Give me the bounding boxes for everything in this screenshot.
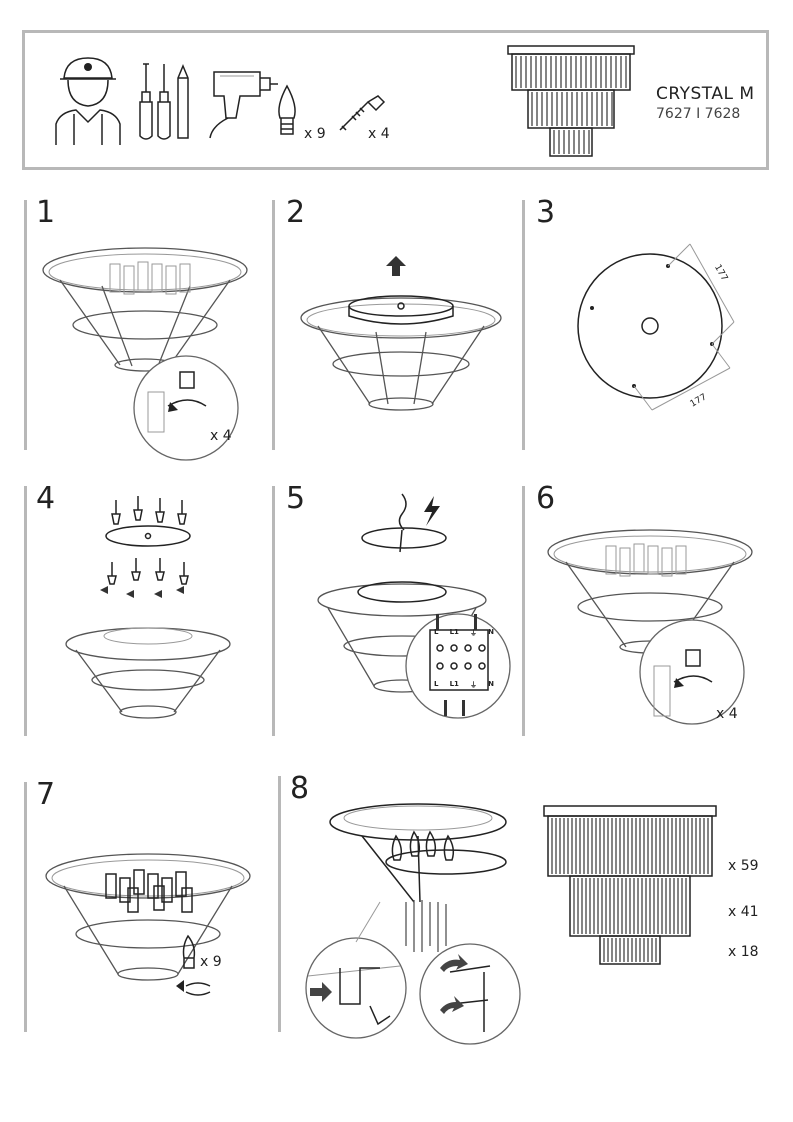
step-7-number: 7 <box>36 777 56 812</box>
product-code: 7627 I 7628 <box>656 106 741 122</box>
terminal-label: N <box>488 628 494 636</box>
wall-plug-screw-icon <box>339 95 386 131</box>
step-5-number: 5 <box>286 481 306 516</box>
terminal-label: L <box>434 628 439 636</box>
terminal-labels-bottom: L L1 ⏚ N <box>434 680 494 690</box>
terminal-label: L1 <box>449 628 459 636</box>
step-4-bar <box>24 486 27 736</box>
pencil-icon <box>177 64 189 139</box>
step-8-number: 8 <box>290 771 310 806</box>
screwdrivers-icon <box>139 63 171 140</box>
wall-plug-quantity: x 4 <box>368 126 390 142</box>
step-5-bar <box>272 486 275 736</box>
step-2-illustration <box>300 256 502 411</box>
tier-3-crystal-count: x 18 <box>728 944 759 960</box>
terminal-label: L <box>434 680 439 688</box>
step-3-ceiling-plate-diagram <box>577 243 735 411</box>
step-8-assembly-illustration <box>305 803 521 1045</box>
chandelier-product-icon <box>507 45 635 157</box>
step-4-illustration <box>65 496 231 719</box>
step-3-bar <box>522 200 525 450</box>
step-8-finished-chandelier <box>543 805 717 965</box>
step-8-bar <box>278 776 281 1032</box>
step-7-bar <box>24 782 27 1032</box>
step-6-illustration <box>547 529 753 725</box>
terminal-labels-top: L L1 ⏚ N <box>434 628 494 638</box>
terminal-label: N <box>488 680 494 688</box>
step-7-illustration <box>45 853 251 996</box>
tier-2-crystal-count: x 41 <box>728 904 759 920</box>
step-1-bar <box>24 200 27 450</box>
light-bulb-icon <box>278 84 296 135</box>
step-3-number: 3 <box>536 195 556 230</box>
step-1-illustration <box>42 247 248 461</box>
step-1-number: 1 <box>36 195 56 230</box>
terminal-label: ⏚ <box>470 681 478 689</box>
tier-1-crystal-count: x 59 <box>728 858 759 874</box>
step-6-number: 6 <box>536 481 556 516</box>
step-2-number: 2 <box>286 195 306 230</box>
terminal-label: ⏚ <box>470 629 478 637</box>
step-5-illustration <box>317 493 511 719</box>
bulb-quantity: x 9 <box>304 126 326 142</box>
terminal-label: L1 <box>449 680 459 688</box>
step-2-bar <box>272 200 275 450</box>
product-name: CRYSTAL M <box>656 84 755 104</box>
tools-header-box <box>22 30 769 170</box>
step-1-quantity: x 4 <box>210 428 232 444</box>
step-7-quantity: x 9 <box>200 954 222 970</box>
step-4-number: 4 <box>36 481 56 516</box>
step-6-bar <box>522 486 525 736</box>
power-drill-icon <box>209 71 278 139</box>
step-6-quantity: x 4 <box>716 706 738 722</box>
worker-helmet-icon <box>55 57 121 145</box>
